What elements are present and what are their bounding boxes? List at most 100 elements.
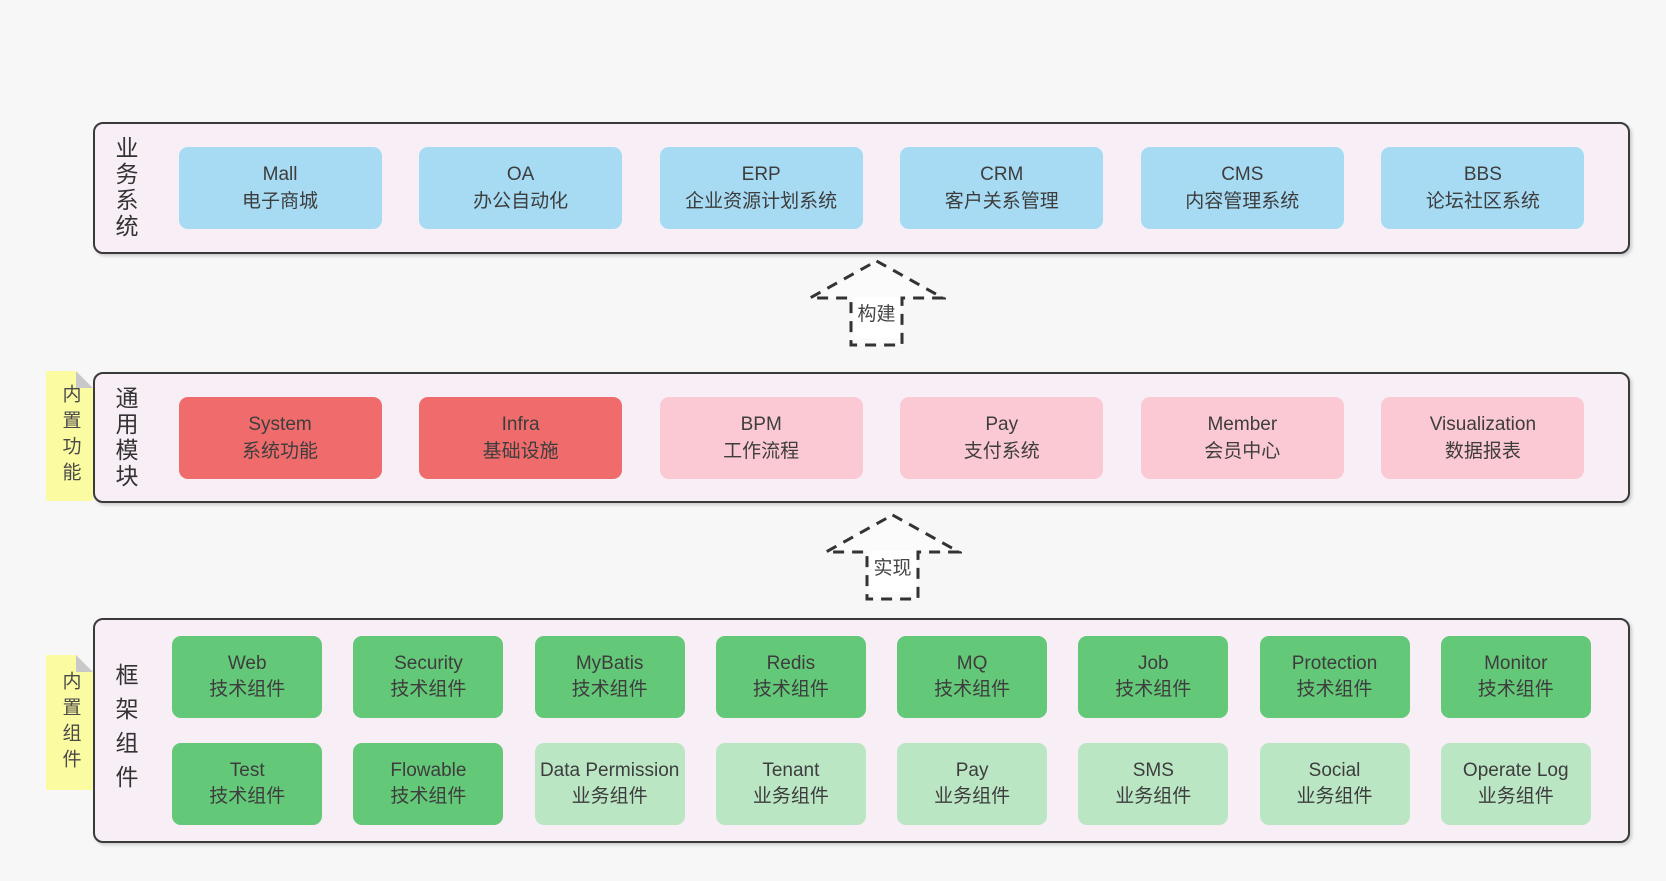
box-title: CRM (980, 164, 1024, 185)
sticky-note-text: 内置组件 (59, 670, 81, 775)
box-subtitle: 业务组件 (1115, 786, 1192, 807)
framework-component-box: Tenant 业务组件 (715, 743, 866, 825)
framework-component-box: Flowable 技术组件 (353, 743, 504, 825)
build-arrow-label: 构建 (853, 297, 900, 338)
section-business-systems: 业务系统 Mall 电子商城 OA 办公自动化 ERP 企业资源计划系统 (93, 122, 1630, 254)
framework-component-box: MQ 技术组件 (897, 636, 1048, 718)
box-title: CMS (1221, 164, 1264, 185)
box-subtitle: 技术组件 (571, 679, 648, 700)
framework-component-box: Monitor 技术组件 (1440, 636, 1591, 718)
section-label-business: 业务系统 (112, 136, 138, 240)
box-title: Protection (1291, 653, 1378, 674)
box-subtitle: 论坛社区系统 (1425, 191, 1540, 212)
box-title: Job (1137, 653, 1169, 674)
build-arrow-icon: 构建 (807, 258, 946, 348)
box-subtitle: 工作流程 (723, 440, 800, 462)
box-subtitle: 基础设施 (482, 440, 559, 462)
box-title: ERP (741, 164, 781, 185)
business-system-box: ERP 企业资源计划系统 (659, 147, 863, 229)
sticky-note-text: 内置功能 (59, 384, 81, 488)
box-subtitle: 技术组件 (934, 679, 1011, 700)
framework-component-box: Data Permission 业务组件 (534, 743, 685, 825)
module-box: Pay 支付系统 (900, 396, 1104, 479)
box-subtitle: 技术组件 (1296, 679, 1373, 700)
module-box-row: System 系统功能 Infra 基础设施 BPM 工作流程 Pay 支付系统 (141, 374, 1628, 501)
section-common-modules: 通用模块 System 系统功能 Infra 基础设施 BPM 工作流程 (93, 372, 1630, 503)
box-title: Monitor (1484, 653, 1548, 674)
box-title: Member (1207, 413, 1278, 435)
box-title: Test (229, 760, 265, 781)
box-subtitle: 技术组件 (209, 679, 286, 700)
module-box: System 系统功能 (178, 396, 382, 479)
module-box: Member 会员中心 (1140, 396, 1344, 479)
folded-corner-icon (76, 655, 93, 672)
box-subtitle: 办公自动化 (473, 191, 569, 212)
box-title: Redis (766, 653, 816, 674)
business-system-box: OA 办公自动化 (419, 147, 623, 229)
box-title: Mall (262, 164, 298, 185)
framework-component-box: Social 业务组件 (1259, 743, 1410, 825)
framework-component-box: SMS 业务组件 (1078, 743, 1229, 825)
module-box: BPM 工作流程 (659, 396, 863, 479)
business-system-box: Mall 电子商城 (178, 147, 382, 229)
box-title: Data Permission (539, 760, 680, 781)
box-title: Visualization (1429, 413, 1537, 435)
box-title: Pay (985, 413, 1019, 435)
box-subtitle: 电子商城 (242, 191, 319, 212)
box-title: System (248, 413, 312, 435)
sticky-note-built-in-features: 内置功能 (46, 371, 93, 501)
box-title: BBS (1463, 164, 1502, 185)
business-system-box: CMS 内容管理系统 (1140, 147, 1344, 229)
box-title: Infra (501, 413, 540, 435)
framework-component-box: Test 技术组件 (172, 743, 323, 825)
framework-component-box: Web 技术组件 (172, 636, 323, 718)
box-title: Pay (955, 760, 989, 781)
framework-component-box: Redis 技术组件 (715, 636, 866, 718)
box-subtitle: 数据报表 (1444, 440, 1521, 462)
box-title: Social (1308, 760, 1361, 781)
box-subtitle: 技术组件 (752, 679, 829, 700)
implement-arrow-label: 实现 (869, 551, 916, 592)
box-subtitle: 技术组件 (1115, 679, 1192, 700)
box-subtitle: 企业资源计划系统 (685, 191, 838, 212)
framework-component-box: Operate Log 业务组件 (1440, 743, 1591, 825)
box-subtitle: 技术组件 (390, 786, 467, 807)
box-subtitle: 系统功能 (242, 440, 319, 462)
business-box-row: Mall 电子商城 OA 办公自动化 ERP 企业资源计划系统 CRM 客户关系… (141, 124, 1628, 252)
framework-component-box: Protection 技术组件 (1259, 636, 1410, 718)
box-subtitle: 业务组件 (1296, 786, 1373, 807)
box-title: Web (227, 653, 267, 674)
framework-component-box: Pay 业务组件 (897, 743, 1048, 825)
module-box: Infra 基础设施 (419, 396, 623, 479)
box-subtitle: 客户关系管理 (944, 191, 1059, 212)
box-title: MQ (956, 653, 988, 674)
box-title: Flowable (390, 760, 467, 781)
sticky-note-built-in-components: 内置组件 (46, 655, 93, 790)
box-title: Tenant (762, 760, 820, 781)
section-label-framework: 框架组件 (112, 662, 138, 799)
box-subtitle: 技术组件 (209, 786, 286, 807)
box-title: SMS (1132, 760, 1174, 781)
module-box: Visualization 数据报表 (1381, 396, 1585, 479)
framework-component-box: Security 技术组件 (353, 636, 504, 718)
box-title: Operate Log (1462, 760, 1569, 781)
box-title: MyBatis (575, 653, 644, 674)
box-subtitle: 业务组件 (752, 786, 829, 807)
box-title: BPM (740, 413, 782, 435)
box-subtitle: 支付系统 (963, 440, 1040, 462)
section-framework-components: 框架组件 Web 技术组件 Security 技术组件 MyBatis 技术组件 (93, 618, 1630, 843)
box-subtitle: 技术组件 (390, 679, 467, 700)
box-title: Security (394, 653, 463, 674)
box-subtitle: 业务组件 (1477, 786, 1554, 807)
box-subtitle: 业务组件 (571, 786, 648, 807)
folded-corner-icon (76, 371, 93, 388)
box-subtitle: 技术组件 (1477, 679, 1554, 700)
business-system-box: BBS 论坛社区系统 (1381, 147, 1585, 229)
box-subtitle: 业务组件 (934, 786, 1011, 807)
box-subtitle: 会员中心 (1204, 440, 1281, 462)
framework-component-box: Job 技术组件 (1078, 636, 1229, 718)
box-subtitle: 内容管理系统 (1185, 191, 1300, 212)
business-system-box: CRM 客户关系管理 (900, 147, 1104, 229)
framework-box-grid: Web 技术组件 Security 技术组件 MyBatis 技术组件 Redi… (141, 620, 1628, 841)
